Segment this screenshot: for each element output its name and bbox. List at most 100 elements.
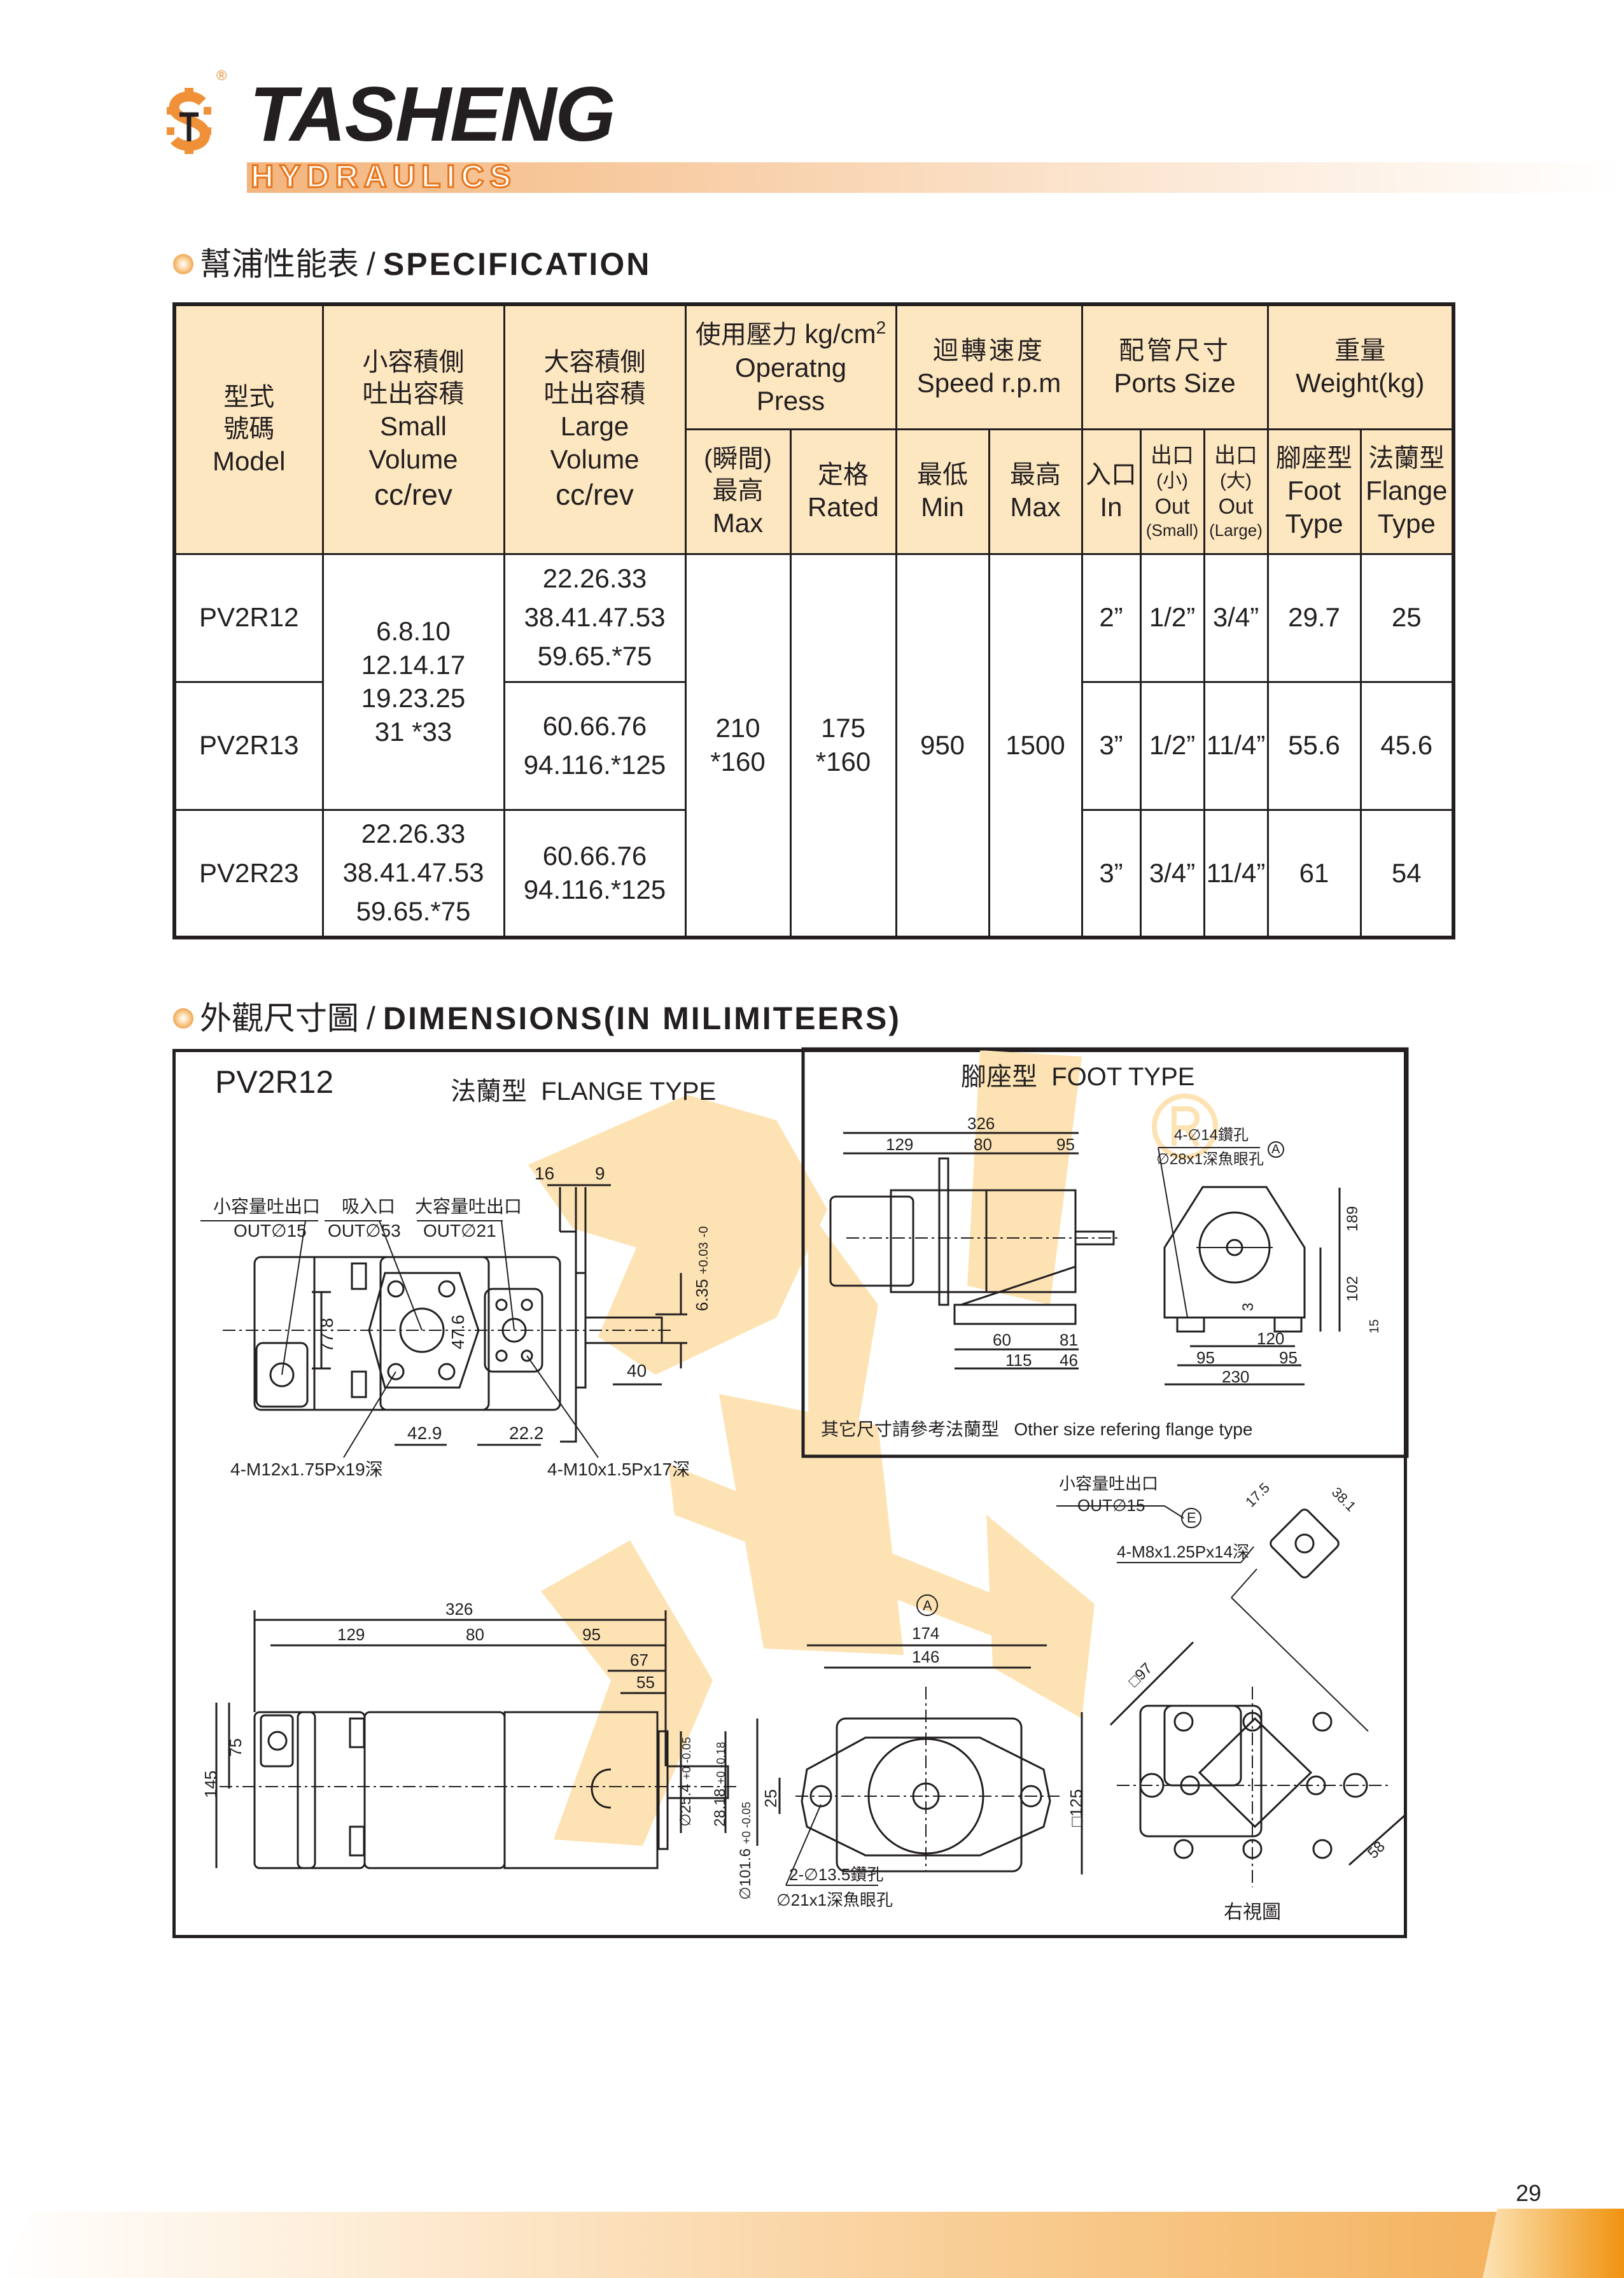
weight-cn: 重量: [1334, 336, 1386, 365]
drawing-model: PV2R12: [215, 1064, 334, 1100]
cell-port-out-large: 11/4”: [1203, 680, 1269, 811]
foot-dim-95b: 95: [1279, 1348, 1298, 1367]
spec-heading: 幫浦性能表 / SPECIFICATION: [173, 248, 651, 280]
large-vol-en1: Large: [560, 411, 629, 441]
line-art: [200, 1047, 1409, 1887]
col-header-weight-flange: 法蘭型 Flange Type: [1359, 428, 1455, 555]
bullet-icon: [173, 1008, 193, 1029]
flange-title-en: FLANGE TYPE: [541, 1078, 717, 1106]
port-out-small-en2: (Small): [1145, 521, 1199, 540]
spec-table: 型式 號碼 Model 小容積側 吐出容積 Small Volume cc/re…: [172, 302, 1456, 939]
pressure-rated-cn: 定格: [818, 460, 869, 489]
side-dim-129: 129: [337, 1625, 365, 1644]
speed-min-cn: 最低: [917, 460, 969, 489]
side-dim-25-4-value: ∅25.4: [677, 1783, 694, 1827]
footer-band: [0, 2209, 1624, 2278]
pressure-max-en: Max: [712, 507, 764, 538]
model-cn2: 號碼: [223, 414, 275, 443]
ref-e-circle-icon: [1181, 1508, 1201, 1528]
port-thread-label: 4-M8x1.25Px14深: [1117, 1542, 1250, 1561]
dim-47-6: 47.6: [448, 1314, 468, 1350]
foot-type-title: 腳座型 FOOT TYPE: [961, 1064, 1194, 1090]
cell-port-out-small: 3/4”: [1139, 808, 1205, 939]
pressure-unit: kg/cm: [804, 319, 876, 349]
dim-16: 16: [535, 1164, 555, 1183]
speed-max-en: Max: [1010, 491, 1061, 522]
out-large-label: OUT∅21: [423, 1221, 496, 1241]
col-header-pressure-rated: 定格 Rated: [789, 428, 897, 555]
pressure-en2: Press: [756, 386, 825, 416]
heading-slash: /: [367, 1001, 375, 1036]
page-number: 29: [1516, 2180, 1542, 2206]
small-volume-line: 6.8.10: [376, 616, 451, 646]
side-dim-101-6-value: ∅101.6: [737, 1848, 754, 1900]
foot-dim-46: 46: [1060, 1351, 1078, 1370]
small-volume-line: 19.23.25: [361, 683, 466, 713]
cell-speed-min: 950: [895, 552, 990, 939]
pressure-rated-line: *160: [815, 746, 871, 777]
pressure-max-cn1: (瞬間): [704, 444, 772, 473]
port-detail-label: OUT∅15: [1077, 1496, 1145, 1515]
large-vol-en2: Volume: [550, 444, 640, 474]
table-row: PV2R12 6.8.10 12.14.17 19.23.25 31 *33 2…: [173, 552, 1455, 939]
col-header-large-volume: 大容積側 吐出容積 Large Volume cc/rev: [503, 303, 687, 555]
side-dim-28-18-value: 28.18: [711, 1788, 729, 1827]
large-volume-line: 60.66.76: [542, 841, 647, 871]
small-vol-cn2: 吐出容積: [362, 379, 465, 408]
model-en: Model: [213, 446, 286, 476]
weight-foot-en1: Foot: [1287, 475, 1341, 505]
pressure-rated-en: Rated: [807, 491, 879, 522]
cell-small-volume-shared: 6.8.10 12.14.17 19.23.25 31 *33: [321, 552, 505, 811]
foot-dim-81: 81: [1060, 1330, 1078, 1349]
foot-dim-326: 326: [967, 1114, 995, 1133]
dimensions-heading: 外觀尺寸圖 / DIMENSIONS(IN MILIMITEERS): [173, 1002, 901, 1034]
foot-dim-102: 102: [1344, 1276, 1361, 1302]
port-out-small-cn1: 出口: [1151, 443, 1194, 468]
large-vol-unit: cc/rev: [556, 477, 634, 511]
dim-9: 9: [595, 1164, 605, 1183]
speed-en: Speed r.p.m: [916, 367, 1061, 398]
port-out-small-cn2: (小): [1156, 470, 1188, 491]
flange-title-cn: 法蘭型: [451, 1078, 527, 1106]
side-tol-101-6: +0 -0.05: [740, 1801, 753, 1845]
cell-weight-flange: 54: [1359, 808, 1455, 939]
col-header-model: 型式 號碼 Model: [173, 303, 324, 555]
cell-weight-foot: 55.6: [1266, 680, 1362, 811]
weight-flange-cn: 法蘭型: [1368, 444, 1445, 472]
small-vol-cn1: 小容積側: [362, 348, 465, 376]
inlet-cn-label: 吸入口: [342, 1197, 396, 1216]
pressure-unit-sup: 2: [876, 318, 886, 337]
side-dim-80: 80: [466, 1625, 484, 1644]
foot-dim-3: 3: [1240, 1302, 1257, 1311]
model-cn1: 型式: [223, 383, 275, 411]
weight-flange-en2: Type: [1377, 509, 1436, 538]
out-small-label: OUT∅15: [234, 1221, 307, 1241]
header-row-1: 型式 號碼 Model 小容積側 吐出容積 Small Volume cc/re…: [173, 303, 1455, 555]
large-vol-cn1: 大容積側: [543, 348, 646, 376]
dimensions-heading-en: DIMENSIONS(IN MILIMITEERS): [382, 1001, 902, 1036]
cell-port-out-small: 1/2”: [1139, 680, 1205, 811]
front-ref-a: A: [923, 1598, 932, 1614]
tasheng-gear-logo-icon: [167, 88, 211, 154]
out-small-cn-label: 小容量吐出口: [213, 1197, 321, 1216]
foot-dim-115: 115: [1005, 1351, 1032, 1370]
front-hole-note-2: ∅21x1深魚眼孔: [776, 1890, 893, 1909]
ports-en: Ports Size: [1114, 367, 1236, 398]
foot-dim-15: 15: [1368, 1319, 1382, 1333]
cell-pressure-max: 210 *160: [684, 552, 792, 939]
bullet-icon: [173, 254, 193, 274]
speed-cn: 迴轉速度: [933, 336, 1046, 365]
foot-dim-230: 230: [1222, 1367, 1250, 1386]
foot-dim-95: 95: [1056, 1135, 1075, 1154]
foot-title-cn: 腳座型: [961, 1063, 1037, 1091]
cell-pressure-rated: 175 *160: [789, 552, 897, 939]
flange-type-title: 法蘭型 FLANGE TYPE: [451, 1079, 716, 1104]
brand-subtitle: HYDRAULICS: [250, 158, 517, 194]
weight-foot-en2: Type: [1285, 509, 1343, 538]
col-header-weight: 重量 Weight(kg): [1266, 303, 1455, 430]
foot-note-cn: 其它尺寸請參考法蘭型: [821, 1419, 1000, 1439]
weight-en: Weight(kg): [1296, 367, 1425, 398]
watermark-logo: [528, 1050, 1095, 1846]
dim-40: 40: [627, 1361, 647, 1381]
brand-name: TASHENG: [249, 71, 615, 157]
